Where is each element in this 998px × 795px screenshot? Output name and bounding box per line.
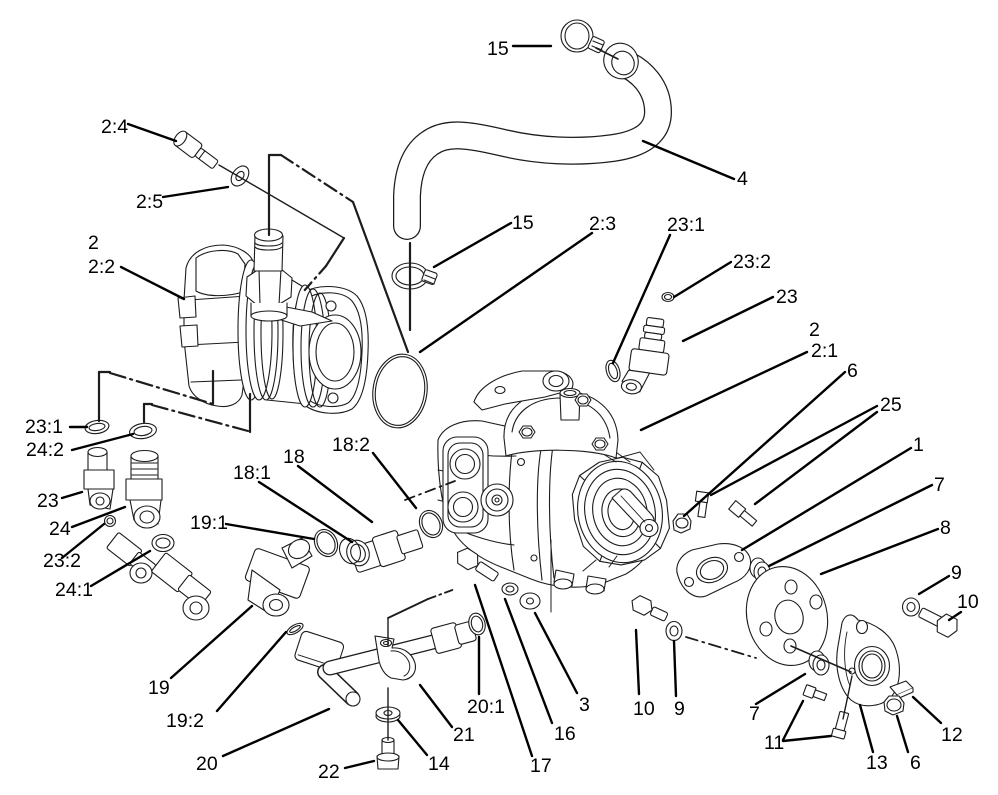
svg-text:24: 24 [49,518,71,540]
svg-text:24:2: 24:2 [26,439,64,461]
svg-text:15: 15 [512,212,534,234]
svg-text:8: 8 [940,517,951,539]
svg-text:20:1: 20:1 [467,696,505,718]
svg-text:2:2: 2:2 [88,256,115,278]
svg-text:23: 23 [776,286,798,308]
svg-text:6: 6 [910,752,921,774]
svg-text:19:2: 19:2 [166,710,204,732]
svg-text:2: 2 [88,232,99,254]
svg-text:2:3: 2:3 [589,213,616,235]
svg-text:19:1: 19:1 [190,512,228,534]
svg-text:23:2: 23:2 [733,251,771,273]
svg-text:17: 17 [530,755,552,777]
svg-text:10: 10 [633,698,655,720]
svg-text:23:2: 23:2 [43,550,81,572]
svg-text:1: 1 [913,434,924,456]
svg-text:2:1: 2:1 [811,340,838,362]
svg-text:11: 11 [764,732,784,754]
svg-text:9: 9 [951,562,962,584]
svg-text:23:1: 23:1 [25,416,63,438]
svg-text:3: 3 [579,694,590,716]
svg-text:6: 6 [847,360,858,382]
svg-text:25: 25 [880,394,902,416]
svg-text:22: 22 [318,761,340,783]
svg-text:15: 15 [487,38,509,60]
svg-text:2: 2 [809,319,820,341]
svg-text:19: 19 [148,677,170,699]
svg-text:23: 23 [37,490,59,512]
svg-text:9: 9 [674,698,685,720]
svg-text:21: 21 [453,724,475,746]
svg-text:20: 20 [196,753,218,775]
svg-text:24:1: 24:1 [55,579,93,601]
svg-text:13: 13 [866,752,888,774]
svg-text:18: 18 [283,446,305,468]
svg-text:7: 7 [934,474,945,496]
svg-text:2:5: 2:5 [136,191,163,213]
svg-text:18:1: 18:1 [233,462,271,484]
svg-text:10: 10 [957,591,979,613]
svg-text:12: 12 [941,724,963,746]
svg-text:18:2: 18:2 [332,434,370,456]
svg-text:2:4: 2:4 [101,116,128,138]
svg-text:16: 16 [554,723,576,745]
svg-text:7: 7 [749,703,760,725]
svg-text:4: 4 [737,168,748,190]
svg-text:14: 14 [428,753,450,775]
svg-text:23:1: 23:1 [667,214,705,236]
